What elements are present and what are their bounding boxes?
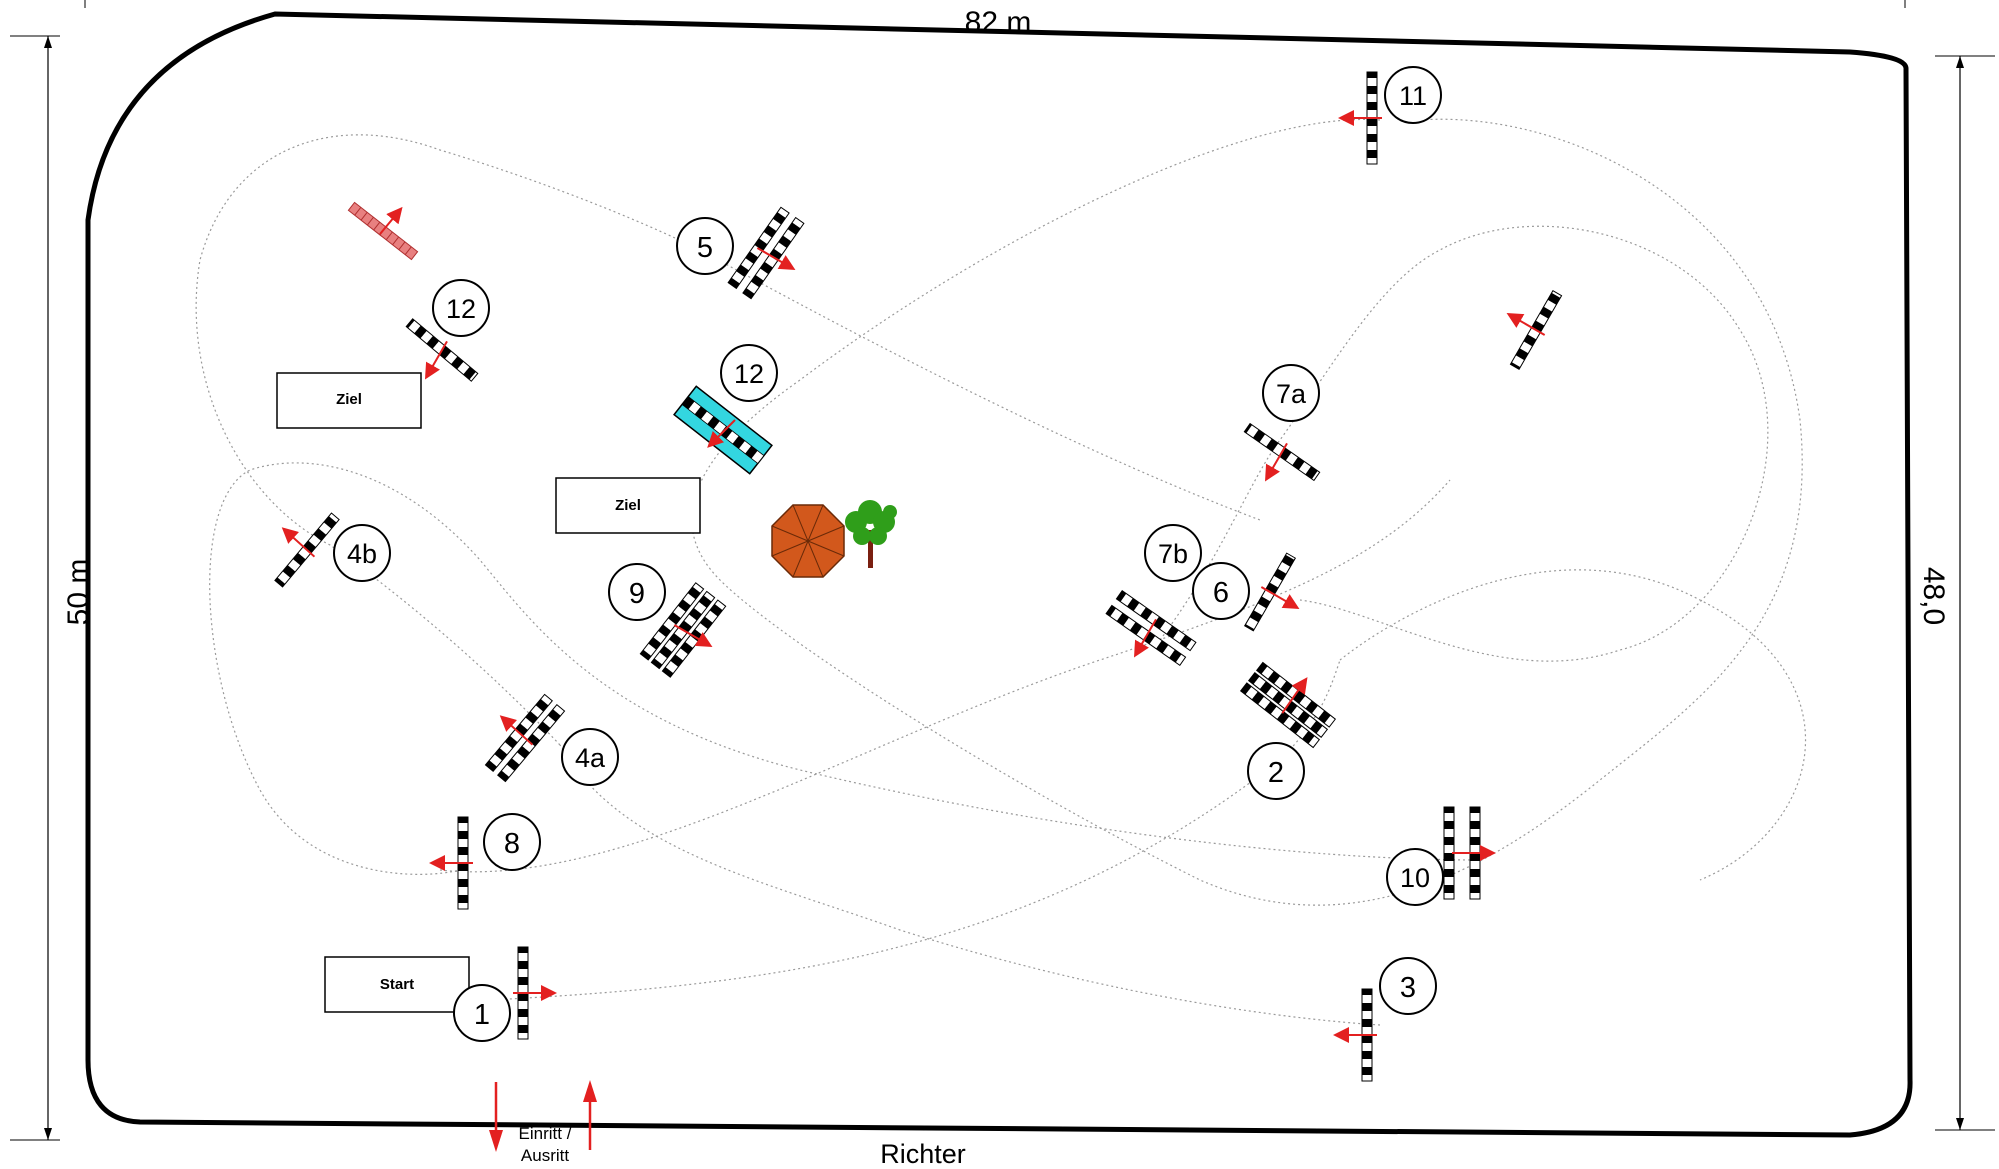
fence-number-12-top: 12 [432, 279, 490, 337]
entry-exit-arrows [489, 1080, 597, 1152]
course-route [195, 118, 1807, 1026]
entry-label-line1: Einritt / [519, 1124, 572, 1143]
fence-5-pole-direction-arrow [756, 247, 796, 270]
arena-outline [85, 11, 1913, 1138]
fence-12-top-pole-direction-arrow [425, 340, 448, 380]
fence-7b-pole-direction-arrow [1134, 618, 1157, 658]
fence-number-5: 5 [676, 217, 734, 275]
height-label-right: 48,0 [1917, 567, 1950, 625]
svg-text:5: 5 [697, 232, 713, 264]
fence-number-9: 9 [608, 563, 666, 621]
svg-text:4a: 4a [575, 743, 606, 773]
svg-text:7b: 7b [1158, 539, 1188, 569]
fence-number-4a: 4a [561, 728, 619, 786]
tree-icon [845, 500, 897, 568]
fence-number-8: 8 [483, 813, 541, 871]
svg-text:4b: 4b [347, 539, 377, 569]
fence-7a-pole-direction-arrow [1265, 442, 1288, 482]
fence-number-2: 2 [1247, 742, 1305, 800]
fence-4a-pole-direction-arrow [499, 715, 534, 746]
wall-jump-arrow [379, 206, 403, 235]
svg-text:10: 10 [1400, 863, 1430, 893]
fence-layer [274, 71, 1563, 1082]
svg-text:12: 12 [446, 294, 476, 324]
svg-text:9: 9 [629, 578, 645, 610]
umbrella-icon [771, 504, 845, 578]
svg-text:7a: 7a [1276, 379, 1307, 409]
fence-number-11: 11 [1384, 66, 1442, 124]
svg-text:Ziel: Ziel [336, 391, 362, 408]
fence-6-pole-direction-arrow [1260, 586, 1300, 610]
svg-text:11: 11 [1399, 81, 1427, 111]
svg-text:6: 6 [1213, 577, 1229, 609]
water-jump [673, 385, 773, 475]
fence-number-1: 1 [453, 984, 511, 1042]
fence-number-3: 3 [1379, 957, 1437, 1015]
fence-number-7a: 7a [1262, 364, 1320, 422]
finish-box-2: Ziel [555, 477, 701, 534]
fence-number-7b: 7b [1144, 524, 1202, 582]
fence-number-12-mid: 12 [720, 344, 778, 402]
svg-text:Start: Start [380, 976, 414, 993]
fence-number-4b: 4b [333, 524, 391, 582]
fence-2-pole-direction-arrow [1281, 677, 1308, 714]
fence-9-pole-direction-arrow [673, 624, 713, 647]
fence-4b-pole-direction-arrow [281, 527, 316, 558]
finish-box-1: Ziel [276, 372, 422, 429]
start-box: Start [324, 956, 470, 1013]
fence-9-pole-rail [639, 582, 705, 661]
svg-text:8: 8 [504, 828, 520, 860]
svg-text:Ziel: Ziel [615, 497, 641, 514]
svg-text:2: 2 [1268, 757, 1284, 789]
height-label-left: 50 m [62, 559, 95, 626]
fence-number-6: 6 [1192, 562, 1250, 620]
water-jump-arrow [707, 419, 736, 448]
svg-text:1: 1 [474, 999, 490, 1031]
fence-side-pole-direction-arrow [1506, 312, 1546, 336]
entry-label-line2: Ausritt [521, 1146, 569, 1164]
dimension-lines [10, 0, 1995, 1141]
svg-text:12: 12 [734, 359, 764, 389]
fence-number-10: 10 [1386, 848, 1444, 906]
width-label: 82 m [965, 6, 1032, 39]
svg-text:3: 3 [1400, 972, 1416, 1004]
judge-label: Richter [880, 1139, 966, 1164]
